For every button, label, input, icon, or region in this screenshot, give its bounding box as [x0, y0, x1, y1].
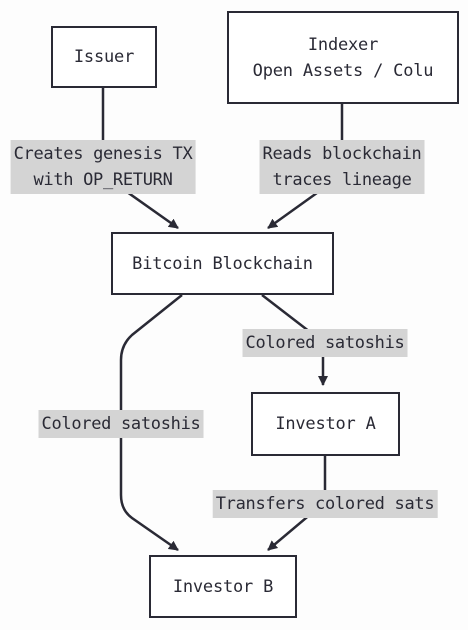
node-indexer-subtitle: Open Assets / Colu [252, 60, 434, 81]
node-investor-b: Investor B [149, 555, 297, 618]
node-investor-b-label: Investor B [172, 576, 274, 597]
edge-label-colored-satoshis-b-text: Colored satoshis [41, 414, 201, 434]
node-investor-a: Investor A [251, 392, 400, 456]
edge-label-transfers-colored-sats: Transfers colored sats [212, 490, 438, 518]
edge-label-reads-blockchain: Reads blockchain traces lineage [259, 140, 425, 194]
node-issuer-label: Issuer [73, 47, 135, 67]
edge-label-creates-genesis-tx-line2: with OP_RETURN [33, 170, 173, 190]
node-indexer: Indexer Open Assets / Colu [227, 11, 459, 104]
node-issuer: Issuer [51, 26, 157, 88]
edge-label-creates-genesis-tx: Creates genesis TX with OP_RETURN [10, 140, 196, 194]
edge-label-reads-blockchain-line1: Reads blockchain [262, 144, 422, 164]
node-bitcoin-blockchain-label: Bitcoin Blockchain [132, 253, 313, 274]
edge-label-colored-satoshis-b: Colored satoshis [38, 410, 204, 438]
node-investor-a-label: Investor A [275, 414, 376, 434]
edge-label-reads-blockchain-line2: traces lineage [272, 170, 412, 190]
edge-label-creates-genesis-tx-line1: Creates genesis TX [13, 144, 193, 164]
edge-label-transfers-colored-sats-text: Transfers colored sats [215, 494, 435, 514]
node-indexer-title: Indexer [307, 34, 379, 55]
node-bitcoin-blockchain: Bitcoin Blockchain [111, 232, 334, 295]
edge-label-colored-satoshis-a: Colored satoshis [242, 329, 408, 357]
edge-label-colored-satoshis-a-text: Colored satoshis [245, 333, 405, 353]
